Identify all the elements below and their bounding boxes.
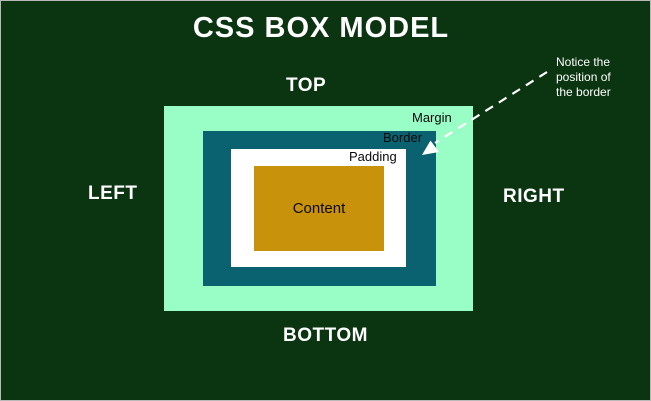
side-label-bottom: BOTTOM — [283, 325, 368, 346]
diagram-title: CSS BOX MODEL — [192, 12, 450, 44]
content-box: Content — [254, 166, 384, 251]
side-label-top: TOP — [286, 75, 327, 96]
border-label: Border — [383, 130, 423, 145]
annotation-note: Notice the position of the border — [556, 55, 611, 99]
margin-label: Margin — [412, 110, 452, 125]
padding-label: Padding — [349, 149, 397, 164]
side-label-left: LEFT — [88, 183, 138, 204]
side-label-right: RIGHT — [503, 186, 565, 207]
content-label: Content — [292, 200, 346, 217]
